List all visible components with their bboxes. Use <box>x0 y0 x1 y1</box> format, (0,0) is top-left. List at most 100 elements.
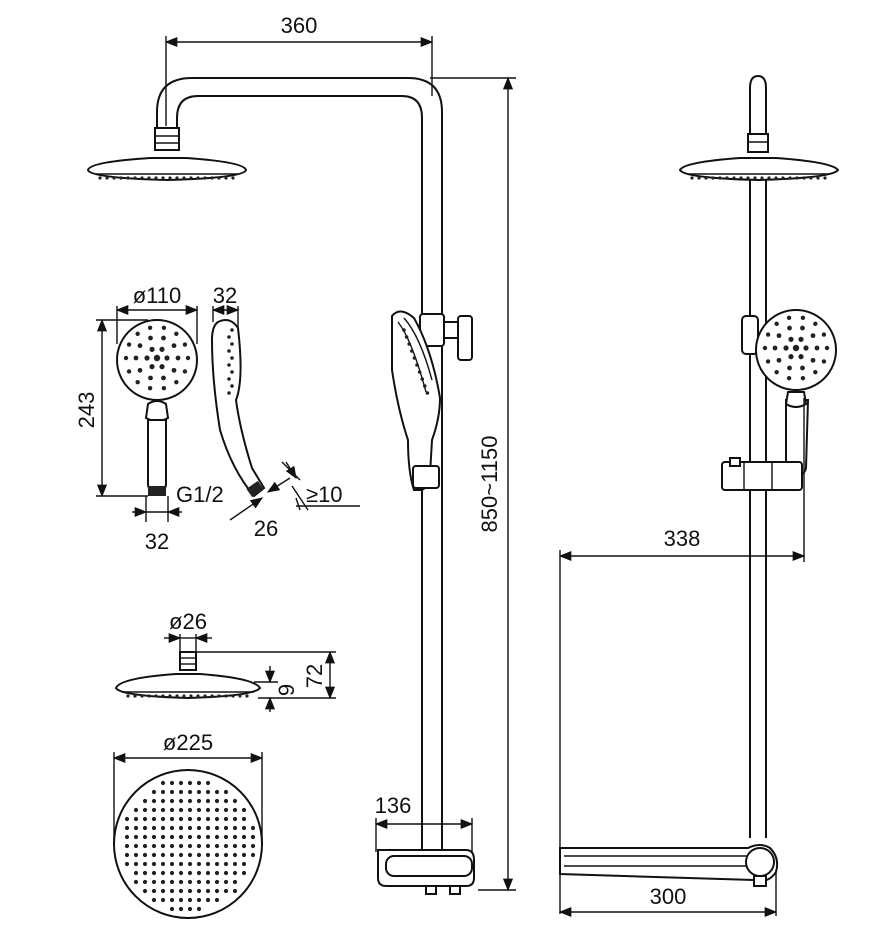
nozzle-dot <box>697 176 701 180</box>
nozzle-dot <box>205 888 211 894</box>
nozzle-dot <box>223 852 229 858</box>
nozzle-dot <box>803 345 809 351</box>
nozzle-dot <box>196 852 202 858</box>
nozzle-dot <box>205 861 211 867</box>
thread-connector <box>148 486 166 496</box>
nozzle-dot <box>214 798 220 804</box>
nozzle-dot <box>224 176 228 180</box>
nozzle-dot <box>810 333 816 339</box>
nozzle-dot <box>178 789 184 795</box>
nozzle-dot <box>214 861 220 867</box>
dim-arm-reach: 360 <box>281 13 318 38</box>
nozzle-dot <box>231 176 235 180</box>
nozzle-dot <box>174 331 179 336</box>
nozzle-dot <box>821 332 827 337</box>
nozzle-dot <box>205 825 211 831</box>
nozzle-dot <box>159 346 165 352</box>
nozzle-dot <box>746 176 750 180</box>
dim-shelf-length: 300 <box>650 884 687 909</box>
nozzle-dot <box>185 355 191 361</box>
nozzle-dot <box>210 694 214 698</box>
nozzle-dot <box>800 376 806 381</box>
nozzle-dot <box>824 345 830 351</box>
nozzle-dot <box>223 798 229 804</box>
nozzle-dot <box>187 816 193 822</box>
nozzle-dot <box>404 335 409 339</box>
nozzle-dot <box>223 789 229 795</box>
nozzle-dot <box>178 906 184 912</box>
nozzle-dot <box>241 852 247 858</box>
nozzle-dot <box>760 176 764 180</box>
nozzle-dot <box>205 870 211 876</box>
nozzle-dot <box>223 807 229 813</box>
nozzle-dot <box>792 344 800 352</box>
nozzle-dot <box>241 834 247 840</box>
side-column <box>749 180 767 838</box>
nozzle-dot <box>151 861 157 867</box>
nozzle-dot <box>178 888 184 894</box>
nozzle-dot <box>133 807 139 813</box>
front-view <box>86 77 475 895</box>
nozzle-dot <box>182 369 188 374</box>
nozzle-dot <box>142 870 148 876</box>
nozzle-dot <box>169 789 175 795</box>
nozzle-dot <box>423 384 427 388</box>
nozzle-dot <box>245 694 249 698</box>
nozzle-dot <box>227 335 231 339</box>
nozzle-dot <box>161 375 166 381</box>
nozzle-dot <box>187 897 193 903</box>
nozzle-dot <box>232 879 238 885</box>
dim-head-height: 72 <box>302 664 327 688</box>
nozzle-dot <box>142 888 148 894</box>
nozzle-dot <box>417 370 422 374</box>
nozzle-dot <box>169 897 175 903</box>
nozzle-dot <box>196 906 202 912</box>
nozzle-dot <box>823 176 827 180</box>
nozzle-dot <box>809 176 813 180</box>
nozzle-dot <box>788 176 792 180</box>
nozzle-dot <box>161 386 167 391</box>
rain-shower-head <box>86 157 248 182</box>
nozzle-dot <box>230 342 234 346</box>
nozzle-dot <box>223 843 229 849</box>
nozzle-dot <box>250 825 256 831</box>
nozzle-dot <box>133 879 139 885</box>
nozzle-dot <box>205 879 211 885</box>
nozzle-dot <box>151 798 157 804</box>
nozzle-dot <box>704 176 708 180</box>
nozzle-dot <box>187 843 193 849</box>
nozzle-dot <box>137 367 143 373</box>
nozzle-dot <box>154 176 158 180</box>
nozzle-dot <box>119 176 123 180</box>
dim-hand-neck: 26 <box>254 516 278 541</box>
nozzle-dot <box>161 335 166 341</box>
nozzle-dot <box>241 861 247 867</box>
nozzle-dot <box>205 816 211 822</box>
nozzle-dot <box>124 843 130 849</box>
nozzle-dot <box>133 834 139 840</box>
nozzle-dot <box>402 328 406 332</box>
nozzle-dot <box>133 843 139 849</box>
nozzle-dot <box>142 798 148 804</box>
nozzle-dot <box>214 888 220 894</box>
nozzle-dot <box>153 354 161 362</box>
nozzle-dot <box>241 816 247 822</box>
nozzle-dot <box>149 364 155 370</box>
nozzle-dot <box>124 825 130 831</box>
nozzle-dot <box>178 780 184 786</box>
nozzle-dot <box>196 176 200 180</box>
dim-hand-length: 243 <box>74 392 99 429</box>
nozzle-dot <box>135 380 140 385</box>
nozzle-dot <box>187 807 193 813</box>
nozzle-dot <box>169 879 175 885</box>
nozzle-dot <box>133 176 137 180</box>
nozzle-dot <box>187 789 193 795</box>
dim-head-thickness: 9 <box>274 684 299 696</box>
nozzle-dot <box>205 789 211 795</box>
nozzle-dot <box>169 780 175 786</box>
nozzle-dot <box>142 861 148 867</box>
nozzle-dot <box>169 798 175 804</box>
head-connector <box>154 127 180 151</box>
nozzle-dot <box>151 825 157 831</box>
nozzle-dot <box>133 852 139 858</box>
